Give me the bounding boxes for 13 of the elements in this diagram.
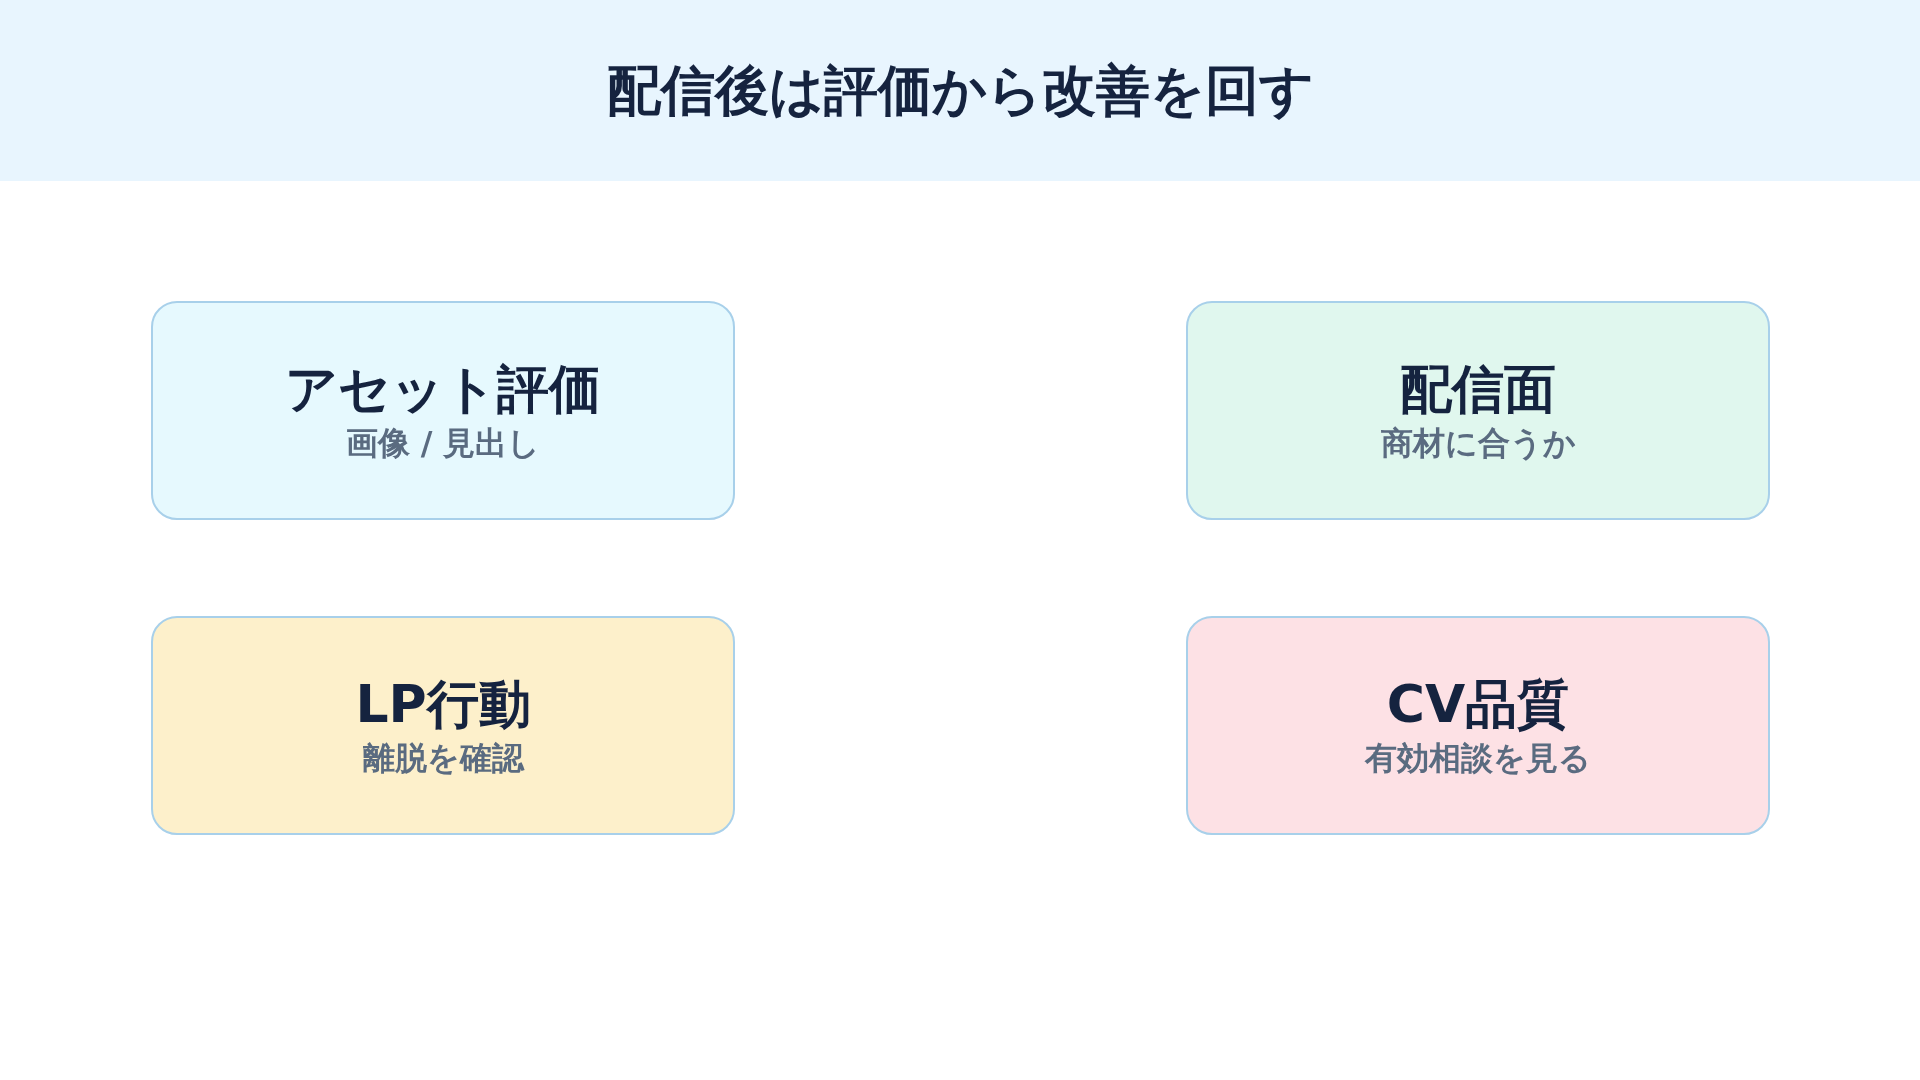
category-card	[151, 301, 735, 520]
card-heading: アセット評価	[285, 357, 601, 420]
category-card	[1186, 301, 1770, 520]
category-card	[1186, 616, 1770, 835]
card-subtitle: 有効相談を見る	[1365, 737, 1591, 779]
card-heading: LP行動	[355, 672, 531, 735]
title-text: 配信後は評価から改善を回す	[606, 58, 1314, 124]
card-heading: 配信面	[1400, 357, 1556, 420]
card-heading: CV品質	[1386, 672, 1570, 735]
card-subtitle: 画像 / 見出し	[345, 422, 541, 464]
card-subtitle: 離脱を確認	[362, 737, 524, 779]
card-subtitle: 商材に合うか	[1380, 422, 1576, 464]
category-card	[151, 616, 735, 835]
